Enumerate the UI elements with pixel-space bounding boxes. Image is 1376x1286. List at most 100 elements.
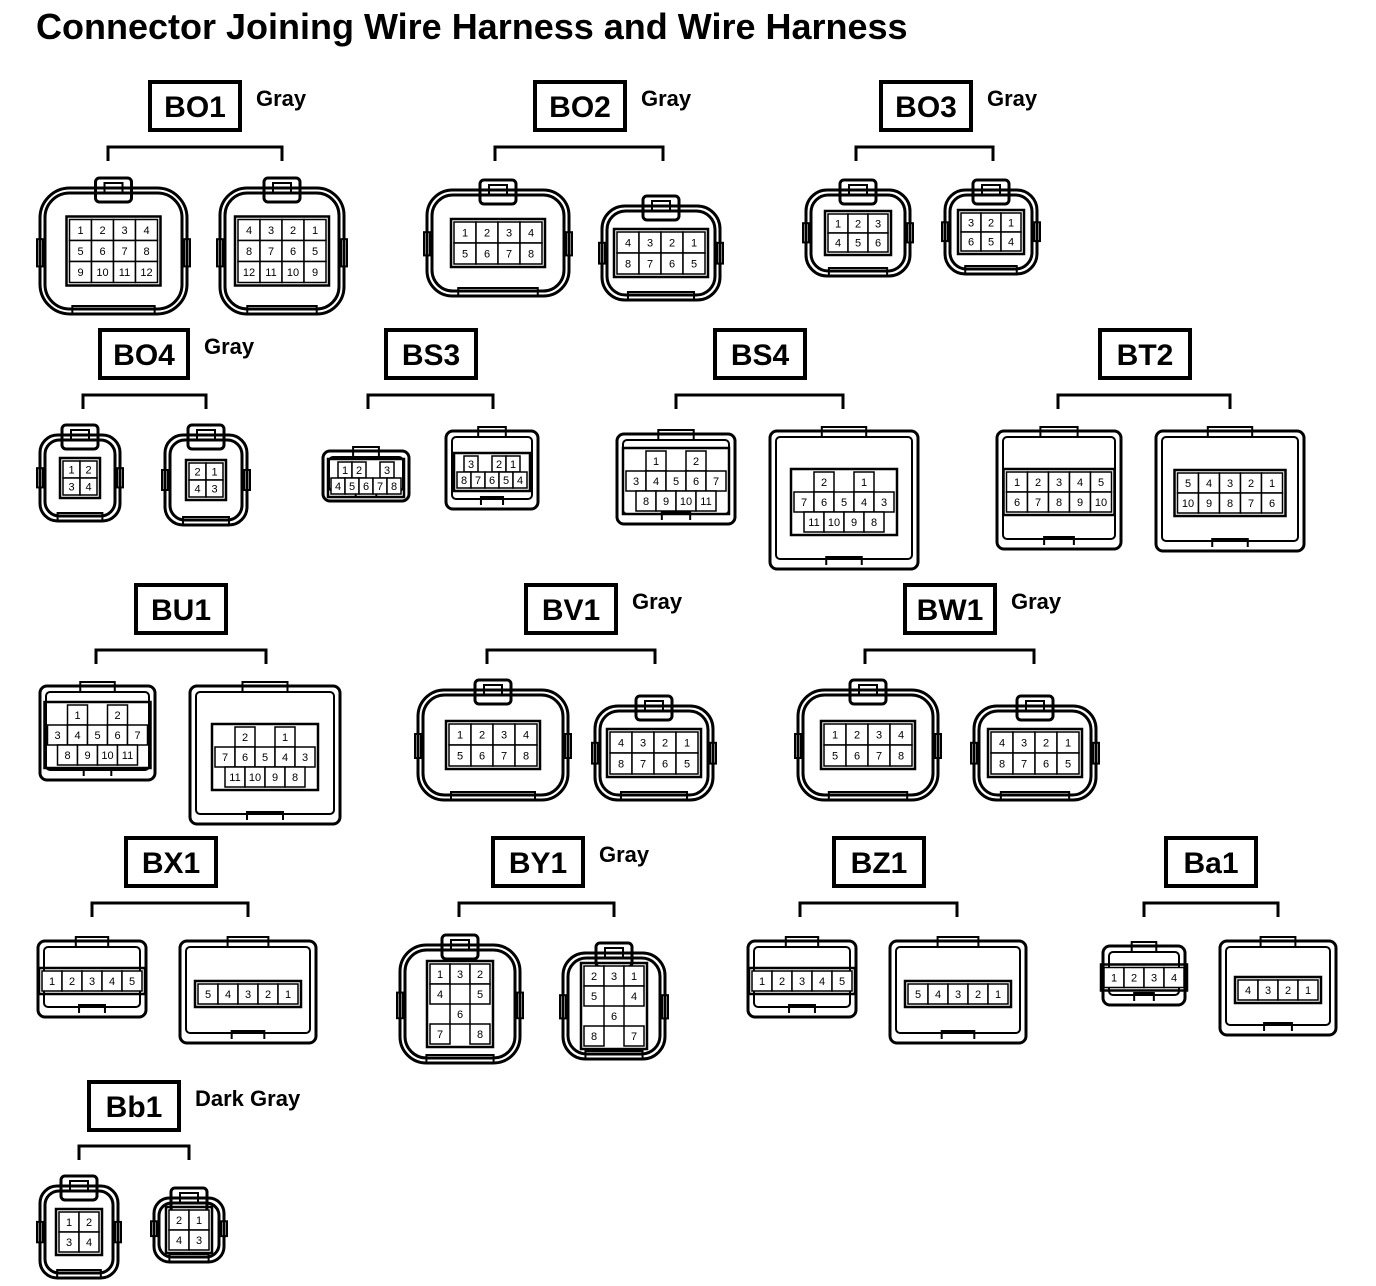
pin-number: 7 (647, 259, 653, 271)
pin-number: 9 (312, 267, 318, 279)
pin-cell (1000, 231, 1022, 252)
pin-number: 2 (265, 989, 271, 1001)
pair-bracket (863, 648, 1036, 664)
pin-number: 4 (819, 976, 825, 988)
connector-code: BS3 (402, 339, 460, 372)
pin-cell (1056, 752, 1080, 775)
pin-number: 2 (176, 1215, 182, 1227)
pin-cell (695, 490, 717, 512)
pin-number: 8 (528, 249, 534, 261)
pin-number: 5 (915, 989, 921, 1001)
pin-number: 2 (662, 738, 668, 750)
pin-number: 4 (109, 976, 115, 988)
pin-number: 5 (591, 991, 597, 1003)
pin-number: 1 (1269, 478, 1275, 490)
pin-number: 4 (653, 476, 659, 488)
pin-cell (514, 744, 538, 767)
pin-number: 6 (114, 730, 120, 742)
pin-number: 10 (249, 772, 261, 784)
pin-number: 11 (229, 772, 240, 784)
pin-number: 2 (854, 730, 860, 742)
pin-number: 8 (1227, 498, 1233, 510)
pin-number: 3 (457, 969, 463, 981)
connector-color: Gray (987, 86, 1038, 111)
pin-number: 1 (510, 459, 516, 471)
pin-number: 2 (477, 969, 483, 981)
pin-number: 3 (1021, 738, 1027, 750)
pin-number: 4 (225, 989, 231, 1001)
pin-number: 3 (121, 225, 127, 237)
pin-number: 5 (1065, 759, 1071, 771)
pin-number: 3 (196, 1235, 202, 1247)
connector-code: BY1 (509, 847, 567, 880)
pin-number: 7 (801, 497, 807, 509)
pin-number: 2 (356, 465, 362, 477)
pin-number: 1 (211, 467, 217, 479)
pin-number: 4 (618, 738, 624, 750)
connector-color: Gray (204, 334, 255, 359)
pin-number: 6 (611, 1011, 617, 1023)
pin-number: 2 (242, 732, 248, 744)
pin-number: 2 (779, 976, 785, 988)
pin-number: 3 (1056, 477, 1062, 489)
pin-number: 8 (898, 751, 904, 763)
pin-number: 1 (653, 456, 659, 468)
pin-number: 4 (85, 482, 91, 494)
pin-number: 10 (101, 750, 113, 762)
pin-number: 1 (282, 732, 288, 744)
connector-label-box (1098, 328, 1192, 380)
pin-number: 3 (881, 497, 887, 509)
pin-cell (429, 1023, 451, 1045)
connector-code: Bb1 (106, 1091, 163, 1124)
pin-cell (188, 1229, 210, 1251)
pin-cell (303, 260, 327, 284)
pin-number: 8 (477, 1029, 483, 1041)
pin-number: 1 (1305, 985, 1311, 997)
pin-number: 3 (506, 228, 512, 240)
connector-code: BO3 (895, 91, 957, 124)
pin-number: 5 (832, 751, 838, 763)
pin-cell (867, 232, 889, 253)
pin-number: 1 (77, 225, 83, 237)
pin-cell (121, 970, 143, 992)
pin-number: 12 (140, 267, 152, 279)
pin-cell (623, 1025, 645, 1047)
pin-number: 1 (759, 976, 765, 988)
pin-number: 1 (312, 225, 318, 237)
pin-number: 11 (119, 267, 130, 279)
pin-cell (429, 983, 451, 1005)
pin-number: 3 (640, 738, 646, 750)
pin-number: 5 (691, 259, 697, 271)
pin-number: 10 (680, 496, 692, 508)
connector-color: Gray (1011, 589, 1062, 614)
pin-number: 2 (821, 477, 827, 489)
pin-number: 5 (457, 751, 463, 763)
pin-number: 3 (876, 730, 882, 742)
pin-number: 2 (484, 228, 490, 240)
pin-number: 1 (74, 710, 80, 722)
pin-number: 4 (282, 752, 288, 764)
connector-label-box (87, 1080, 181, 1132)
connector-code: BU1 (151, 594, 211, 627)
pin-number: 5 (684, 759, 690, 771)
pin-number: 8 (143, 246, 149, 258)
pin-number: 1 (66, 1217, 72, 1229)
pin-number: 4 (523, 730, 529, 742)
pin-number: 7 (377, 481, 383, 493)
pin-number: 4 (1077, 477, 1083, 489)
pin-number: 1 (457, 730, 463, 742)
pin-number: 6 (99, 246, 105, 258)
pin-number: 10 (287, 267, 299, 279)
pin-number: 5 (462, 249, 468, 261)
pair-bracket (854, 145, 995, 161)
pin-number: 5 (477, 989, 483, 1001)
pin-number: 11 (808, 517, 819, 529)
pin-number: 8 (461, 475, 467, 487)
pin-number: 5 (988, 237, 994, 249)
pin-cell (449, 1003, 471, 1025)
